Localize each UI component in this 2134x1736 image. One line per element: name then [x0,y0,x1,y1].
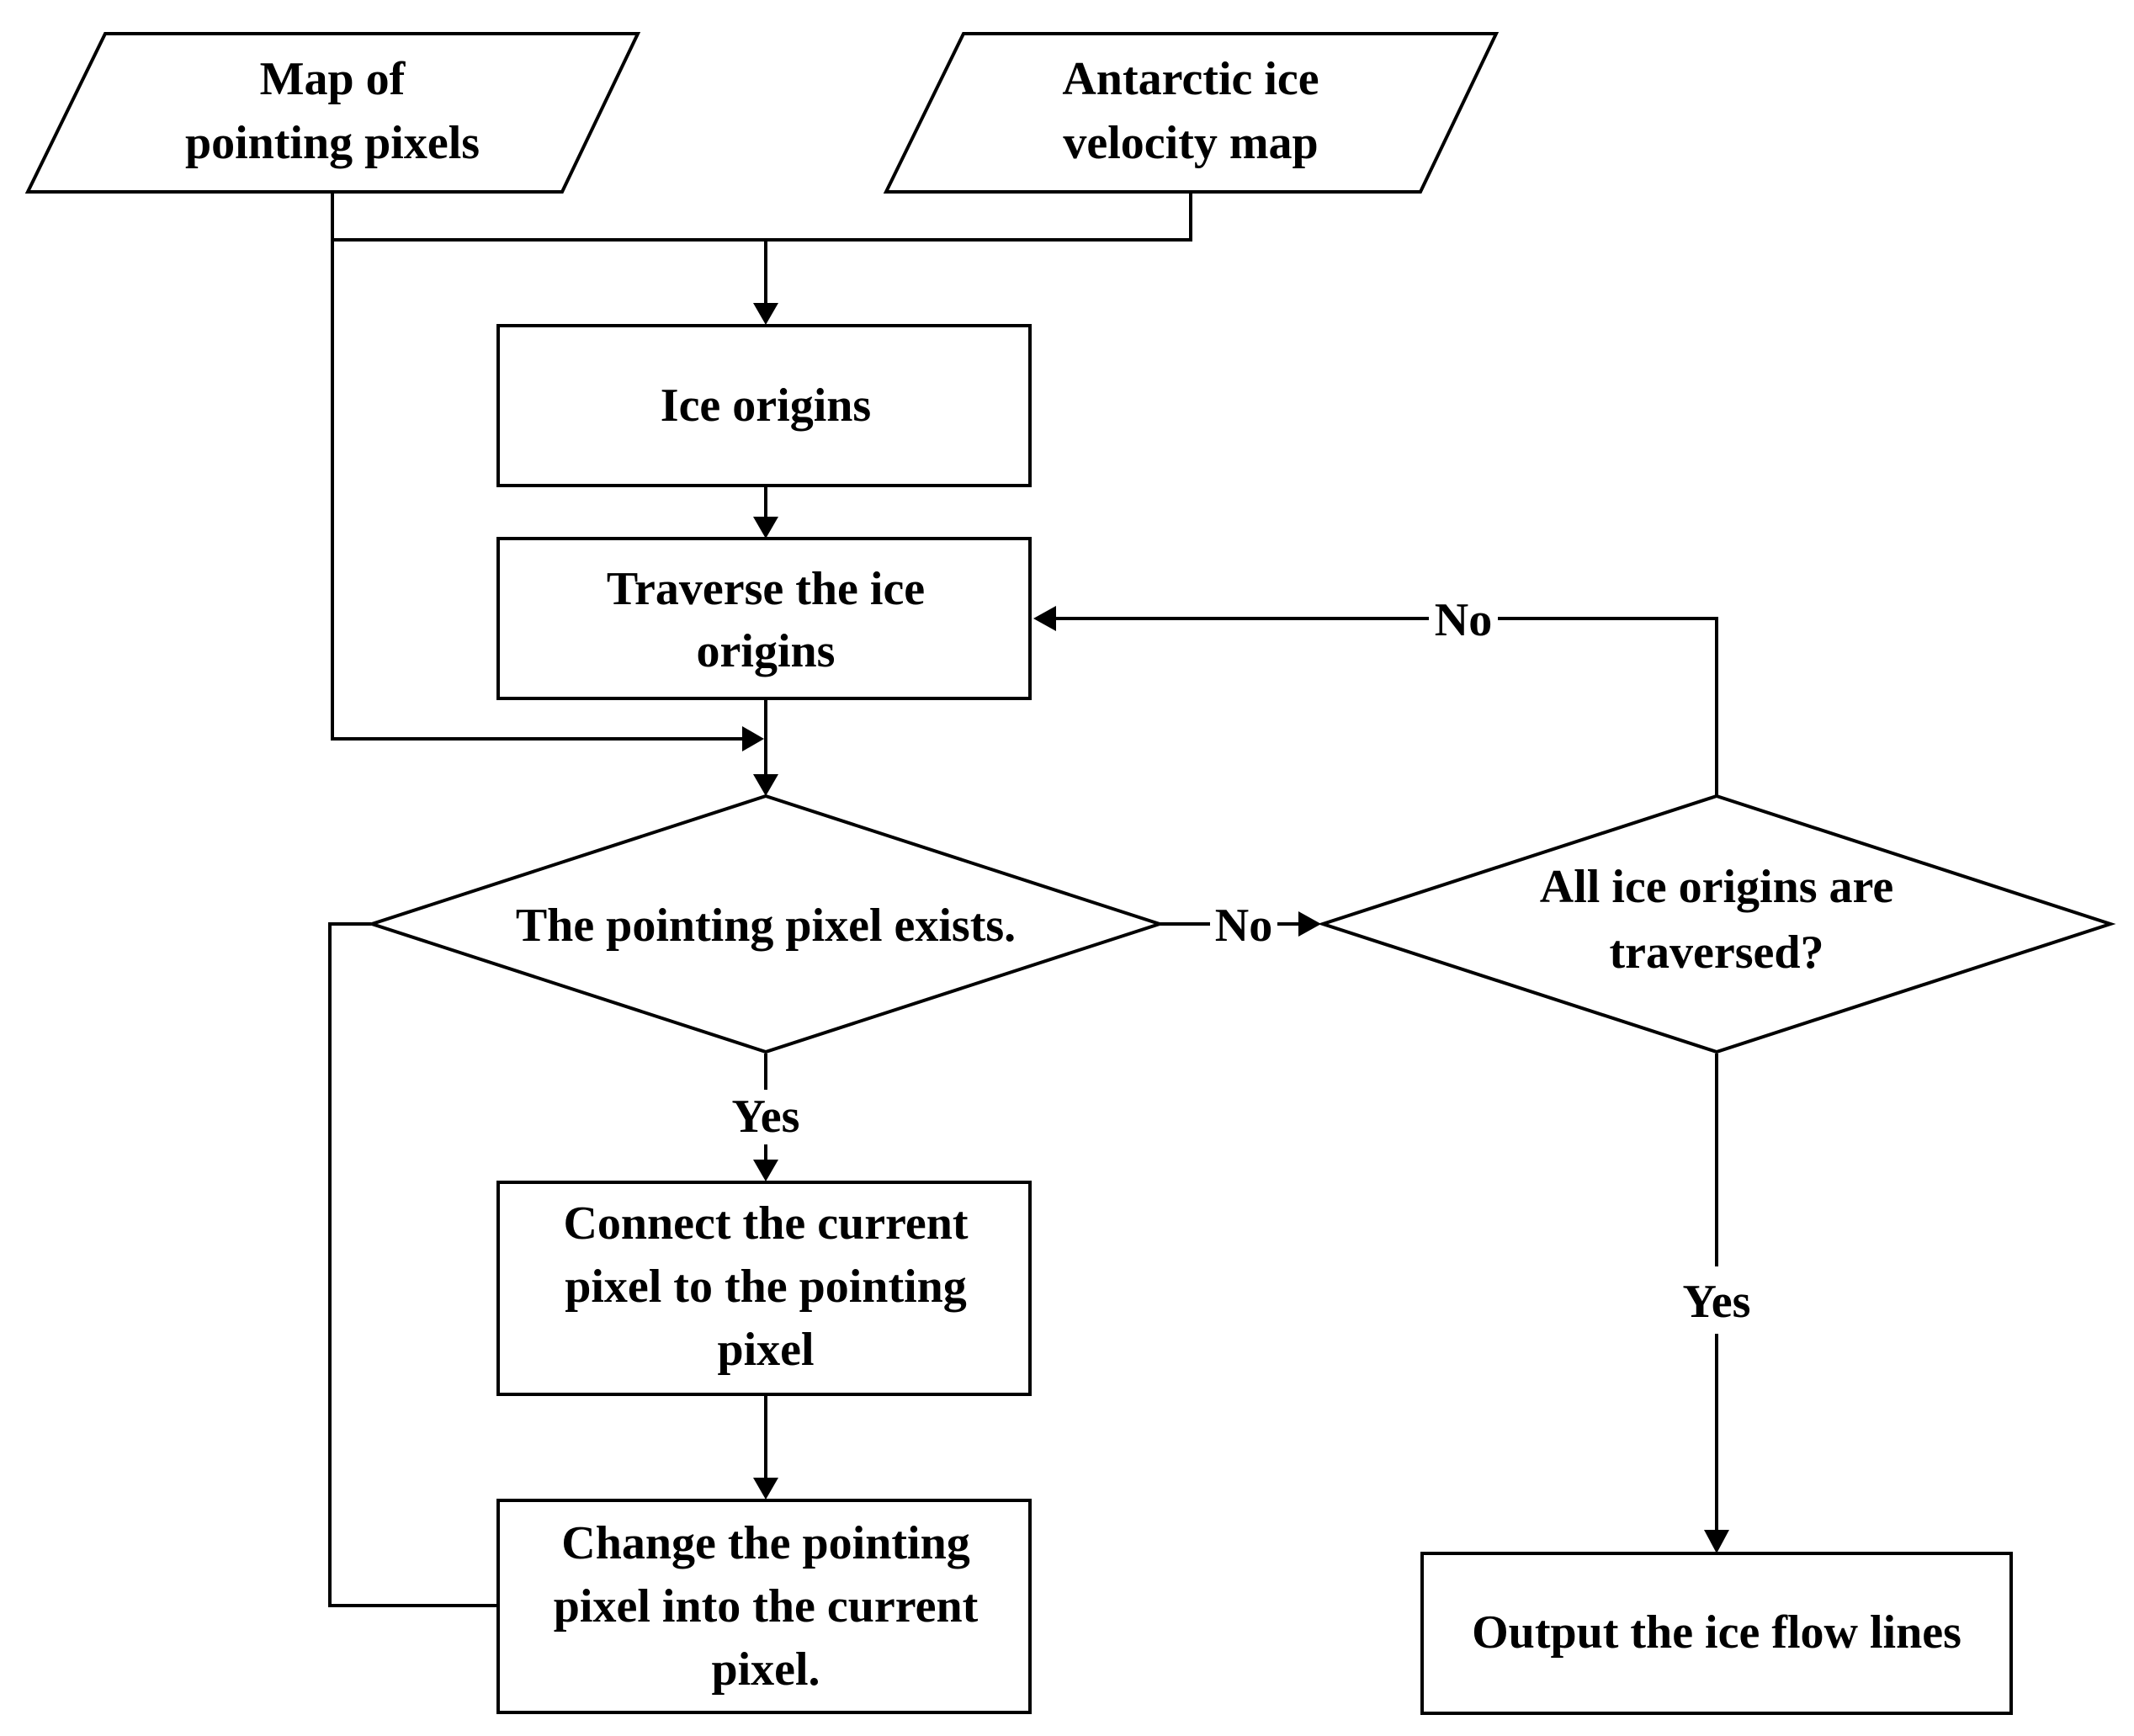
process-change: Change the pointing pixel into the curre… [496,1499,1032,1714]
label-exists-no: No [1215,900,1272,952]
process-traverse: Traverse the ice origins [496,537,1032,700]
label-traversed-no: No [1435,594,1492,646]
label-exists-yes: Yes [732,1091,800,1143]
arrowhead-traverse [753,517,778,539]
decision-all-traversed-line-2: traversed? [1609,926,1823,979]
process-change-line-3: pixel. [711,1643,820,1696]
process-change-line-2: pixel into the current [554,1580,979,1632]
input-pointing-map: Map of pointing pixels [24,32,641,194]
arrowhead-all-traversed [1298,911,1321,937]
arrowhead-side-feed [742,726,764,751]
arrowhead-connect [753,1160,778,1181]
arrowhead-output [1704,1530,1729,1553]
connector-pointing-map-side-feed [331,240,745,741]
process-connect-line-1: Connect the current [563,1197,968,1250]
input-velocity-map: Antarctic ice velocity map [883,32,1500,194]
decision-pixel-exists: The pointing pixel exists. [366,794,1165,1054]
decision-all-traversed: All ice origins are traversed? [1317,794,2116,1054]
arrowhead-ice-origins [753,303,778,325]
input-velocity-map-line-2: velocity map [1063,117,1318,169]
connectors [328,194,1729,1607]
process-traverse-line-1: Traverse the ice [607,563,925,615]
decision-pixel-exists-label: The pointing pixel exists. [516,900,1016,952]
connector-traversed-no-a [1498,617,1718,795]
decision-all-traversed-line-1: All ice origins are [1540,861,1893,913]
process-ice-origins-label: Ice origins [661,380,871,432]
label-traversed-yes: Yes [1683,1276,1751,1328]
process-change-line-1: Change the pointing [561,1517,969,1569]
process-connect: Connect the current pixel to the pointin… [496,1181,1032,1396]
input-velocity-map-line-1: Antarctic ice [1062,53,1319,105]
arrowhead-traverse-return [1033,606,1056,631]
input-pointing-map-line-1: Map of [260,53,406,105]
process-output: Output the ice flow lines [1420,1552,2013,1715]
arrowhead-change [753,1478,778,1500]
process-ice-origins: Ice origins [496,324,1032,487]
arrowhead-decision [753,774,778,796]
process-traverse-line-2: origins [697,625,836,677]
process-connect-line-2: pixel to the pointing [565,1261,967,1313]
connector-change-loop-back [328,922,498,1607]
process-connect-line-3: pixel [717,1324,814,1376]
connector-velocity-map-down [332,194,1192,242]
input-pointing-map-line-2: pointing pixels [185,117,480,169]
process-output-label: Output the ice flow lines [1472,1606,1961,1659]
